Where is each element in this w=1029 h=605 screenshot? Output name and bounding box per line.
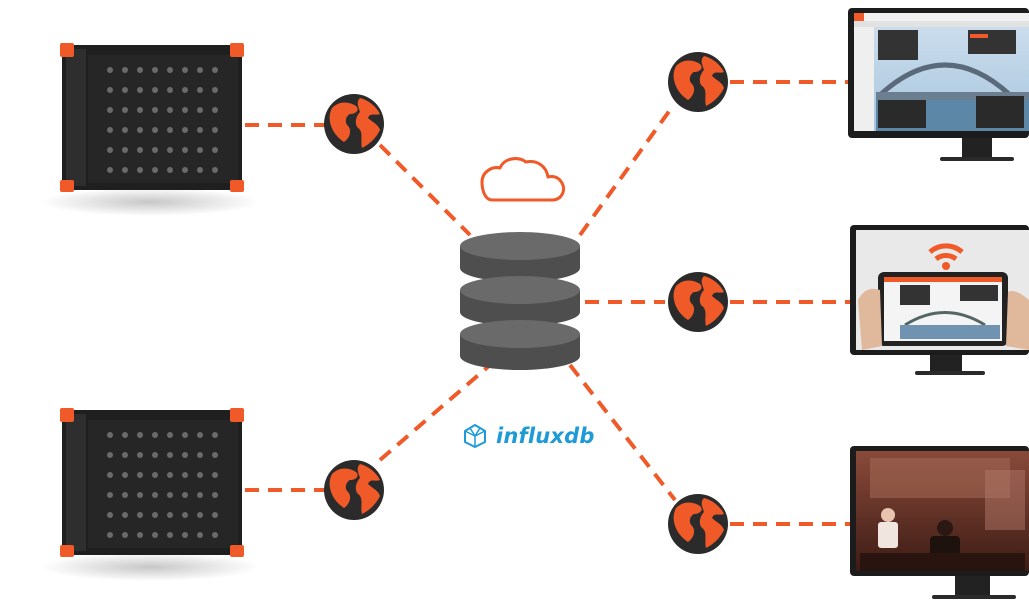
line-globe2-db: [378, 363, 492, 462]
data-acquisition-device-top: [40, 43, 260, 216]
globe-icon: [668, 494, 728, 554]
monitor-control-room: [850, 446, 1029, 599]
line-db-globe-right1: [578, 108, 672, 237]
monitor-dashboard: [848, 8, 1029, 161]
influxdb-cube-icon: [464, 424, 486, 448]
database-stack-icon: [460, 232, 580, 370]
globe-icon: [668, 272, 728, 332]
cloud-icon: [480, 157, 566, 202]
globe-icon: [324, 94, 384, 154]
monitor-tablet-wifi: [850, 225, 1029, 375]
line-globe1-db: [378, 143, 472, 237]
globe-icon: [324, 460, 384, 520]
influxdb-logo: influxdb: [462, 423, 595, 449]
connection-lines: [245, 80, 850, 526]
globe-icon: [668, 52, 728, 112]
influxdb-label: influxdb: [496, 424, 595, 448]
wifi-icon: [928, 243, 964, 254]
data-acquisition-device-bottom: [40, 408, 260, 581]
line-db-globe-right3: [568, 363, 677, 502]
